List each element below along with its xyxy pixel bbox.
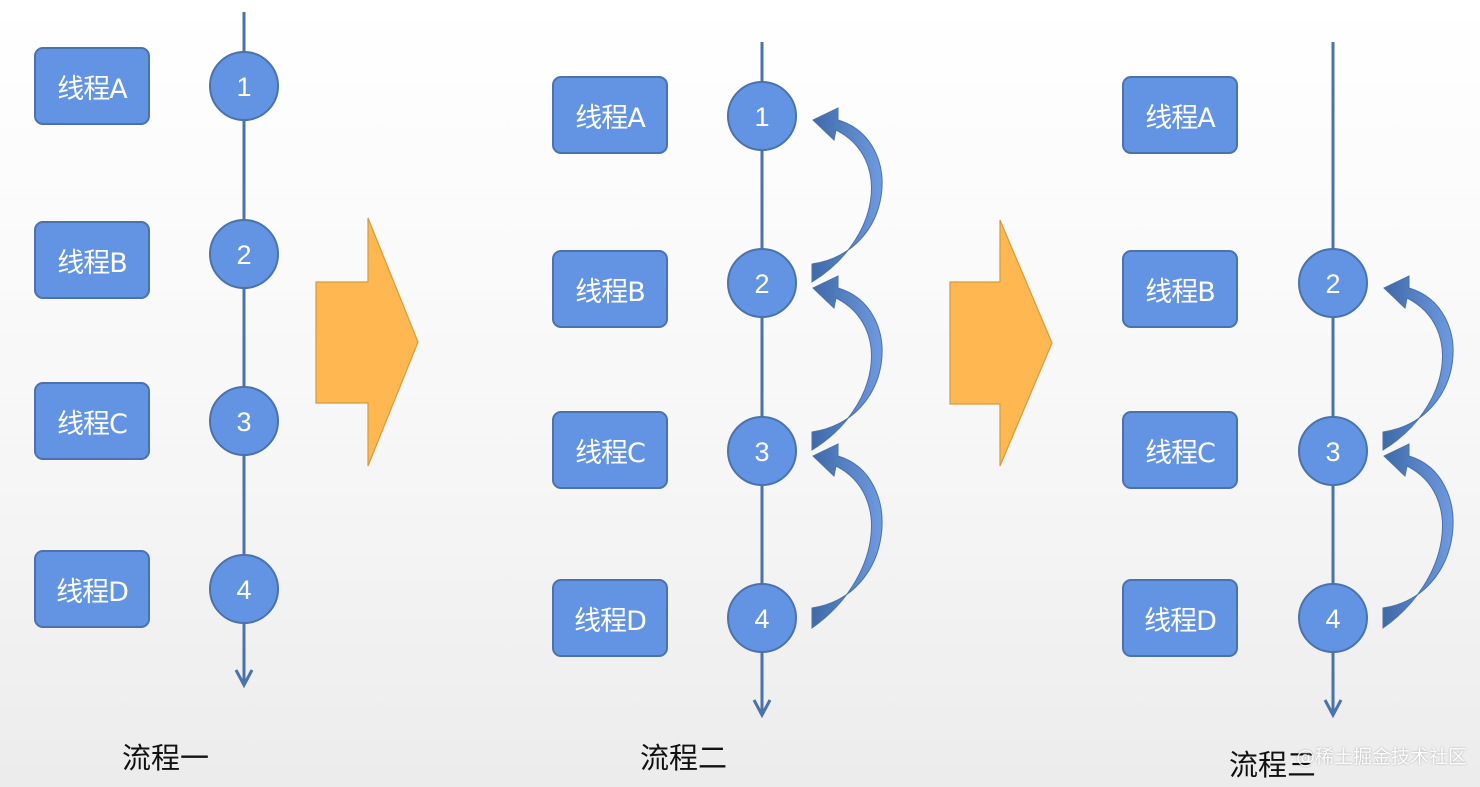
flow-1: 1 2 3 4	[209, 12, 279, 689]
thread-box-d: 线程D	[34, 550, 150, 628]
thread-box-a: 线程A	[1122, 76, 1238, 154]
step-circle-1: 1	[209, 51, 279, 121]
step-circle-2: 2	[727, 248, 797, 318]
thread-box-a: 线程A	[552, 76, 668, 154]
step-circle-4: 4	[1298, 583, 1368, 653]
step-circle-2: 2	[1298, 248, 1368, 318]
flow-title-2: 流程二	[640, 741, 728, 775]
step-number: 4	[754, 604, 769, 634]
step-number: 3	[1325, 437, 1340, 467]
timeline-arrowhead-flow-1	[234, 669, 254, 689]
flow-title-1: 流程一	[122, 741, 210, 775]
thread-box-b: 线程B	[34, 221, 150, 299]
step-circle-4: 4	[209, 554, 279, 624]
flow-3: 2 3 4	[1298, 42, 1454, 719]
step-number: 3	[754, 437, 769, 467]
step-number: 1	[754, 102, 769, 132]
block-arrow-2	[949, 219, 1053, 467]
curved-arrow-3-to-2	[1382, 275, 1454, 451]
thread-box-a: 线程A	[34, 47, 150, 125]
timeline-arrowhead-flow-3	[1323, 699, 1343, 719]
step-number: 4	[236, 575, 251, 605]
thread-box-b: 线程B	[552, 250, 668, 328]
step-circle-3: 3	[727, 416, 797, 486]
step-circle-3: 3	[1298, 416, 1368, 486]
thread-box-d: 线程D	[1122, 579, 1238, 657]
thread-box-c: 线程C	[1122, 411, 1238, 489]
curved-arrow-3-to-2	[811, 275, 883, 451]
step-number: 2	[1325, 269, 1340, 299]
timeline-arrowhead-flow-2	[752, 699, 772, 719]
thread-box-c: 线程C	[552, 411, 668, 489]
step-circle-2: 2	[209, 219, 279, 289]
step-number: 1	[236, 72, 251, 102]
flow-2: 1 2 3 4	[727, 42, 883, 719]
curved-arrow-4-to-3	[1382, 443, 1454, 629]
curved-arrow-4-to-3	[811, 443, 883, 629]
thread-box-c: 线程C	[34, 382, 150, 460]
watermark: @稀土掘金技术社区	[1296, 746, 1468, 768]
thread-box-d: 线程D	[552, 579, 668, 657]
step-number: 2	[754, 269, 769, 299]
step-number: 4	[1325, 604, 1340, 634]
step-number: 2	[236, 240, 251, 270]
thread-box-b: 线程B	[1122, 250, 1238, 328]
curved-arrow-2-to-1	[811, 107, 883, 283]
flow-title-3: 流程三	[1229, 748, 1317, 782]
step-circle-1: 1	[727, 81, 797, 151]
step-circle-3: 3	[209, 386, 279, 456]
block-arrow-1	[315, 217, 419, 467]
step-circle-4: 4	[727, 583, 797, 653]
step-number: 3	[236, 407, 251, 437]
